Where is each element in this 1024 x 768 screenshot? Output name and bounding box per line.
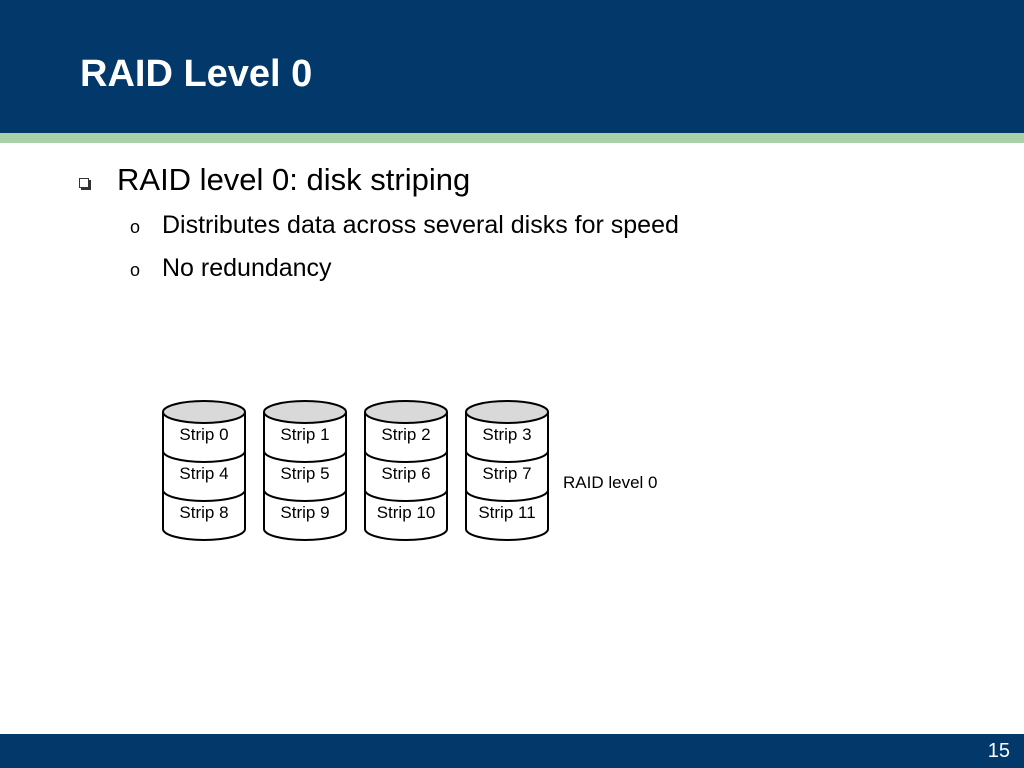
page-number: 15 [987, 740, 1010, 762]
main-bullet: RAID level 0: disk striping [79, 160, 470, 200]
disk-top [263, 400, 347, 424]
strip-label: Strip 8 [179, 503, 228, 522]
strip-divider [162, 450, 246, 463]
strip-label: Strip 0 [179, 425, 228, 444]
strip-label: Strip 1 [280, 425, 329, 444]
disk-top [162, 400, 246, 424]
strip-label: Strip 11 [478, 503, 535, 522]
raid-level-label: RAID level 0 [563, 473, 657, 492]
disk-2: Strip 2 Strip 6 Strip 10 [364, 400, 448, 541]
strip-label: Strip 7 [482, 464, 531, 483]
strip-divider [162, 489, 246, 502]
square-bullet-icon [79, 178, 89, 188]
strip-label: Strip 4 [179, 464, 228, 483]
strip-label: Strip 5 [280, 464, 329, 483]
strip-divider [263, 489, 347, 502]
disk-body [465, 412, 549, 541]
disk-top [364, 400, 448, 424]
disk-top [465, 400, 549, 424]
strip-divider [364, 489, 448, 502]
disk-0: Strip 0 Strip 4 Strip 8 [162, 400, 246, 541]
sub-bullet-redundancy: o No redundancy [130, 251, 332, 285]
strip-label: Strip 10 [377, 503, 436, 522]
sub-bullet-marker: o [130, 216, 141, 237]
sub-bullet-marker: o [130, 259, 141, 280]
main-bullet-text: RAID level 0: disk striping [117, 162, 471, 197]
strip-label: Strip 2 [381, 425, 430, 444]
strip-label: Strip 9 [280, 503, 329, 522]
disk-3: Strip 3 Strip 7 Strip 11 [465, 400, 549, 541]
strip-divider [364, 450, 448, 463]
slide-title: RAID Level 0 [80, 53, 313, 95]
slide-header: RAID Level 0 [0, 0, 1024, 133]
sub-bullet-text: No redundancy [162, 254, 332, 282]
disk-body [364, 412, 448, 541]
strip-label: Strip 6 [381, 464, 430, 483]
strip-divider [465, 489, 549, 502]
slide-footer: 15 [0, 734, 1024, 768]
strip-divider [465, 450, 549, 463]
header-accent-stripe [0, 133, 1024, 143]
disk-1: Strip 1 Strip 5 Strip 9 [263, 400, 347, 541]
disk-body [263, 412, 347, 541]
strip-label: Strip 3 [482, 425, 531, 444]
strip-divider [263, 450, 347, 463]
sub-bullet-speed: o Distributes data across several disks … [130, 208, 679, 242]
disk-body [162, 412, 246, 541]
sub-bullet-text: Distributes data across several disks fo… [162, 211, 679, 239]
